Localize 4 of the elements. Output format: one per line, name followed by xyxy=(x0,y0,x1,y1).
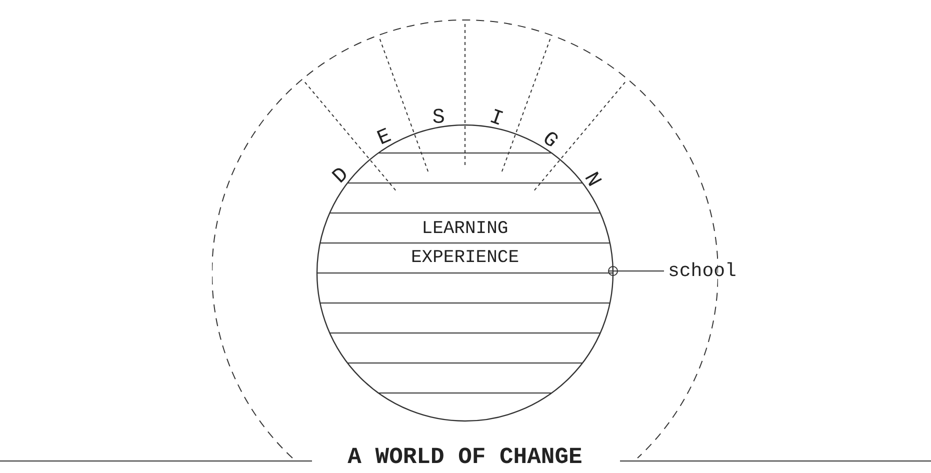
leader-line xyxy=(608,266,664,276)
circle-label: LEARNING EXPERIENCE xyxy=(410,218,520,270)
circle-title: A WORLD OF CHANGE xyxy=(348,444,582,470)
leader-label: school xyxy=(668,258,736,284)
